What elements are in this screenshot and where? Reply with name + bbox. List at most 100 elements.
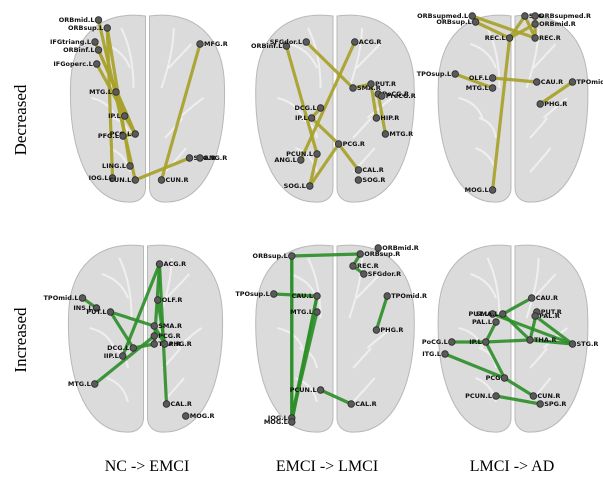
node-label: PCUN.L xyxy=(465,392,492,400)
brain-node xyxy=(316,104,325,112)
col-label-lmci-ad: LMCI -> AD xyxy=(469,458,555,475)
connection-edge xyxy=(290,294,319,424)
node-label: MOG.L xyxy=(264,418,288,426)
connection-edge xyxy=(502,376,536,398)
brain-node xyxy=(155,260,164,268)
brain-node xyxy=(372,114,381,122)
connection-edge xyxy=(484,338,532,344)
node-label: ORBsup.R xyxy=(364,250,400,258)
gyrus xyxy=(529,347,548,369)
brain-node xyxy=(354,176,363,184)
brain-node xyxy=(297,156,305,164)
gyrus xyxy=(89,327,115,349)
connection-edge xyxy=(337,142,360,172)
connection-edge xyxy=(501,312,532,342)
brain-node xyxy=(441,350,449,358)
gyrus xyxy=(91,97,117,119)
connection-edge xyxy=(156,298,167,346)
brain-node xyxy=(93,60,101,68)
gyrus xyxy=(532,43,557,69)
brain-node xyxy=(306,182,314,190)
connection-edge xyxy=(491,76,539,84)
node-label: IOG.L xyxy=(89,174,109,182)
node-label: SOG.L xyxy=(284,182,306,190)
brain-node xyxy=(499,310,507,318)
gyrus xyxy=(478,117,497,139)
brain-node xyxy=(349,262,357,270)
node-label: SPG.R xyxy=(194,154,216,162)
brain-node xyxy=(288,252,296,260)
brain-outline xyxy=(437,244,589,433)
node-label: PoCG.R xyxy=(382,90,409,98)
brain-node xyxy=(119,352,127,360)
brain-node xyxy=(531,12,539,20)
node-label: CAL.R xyxy=(171,400,192,408)
node-label: IIP.L xyxy=(104,352,119,360)
node-label: THA.R xyxy=(158,340,181,348)
gyrus xyxy=(160,27,175,89)
gyrus xyxy=(101,273,129,299)
node-label: IP.L xyxy=(295,114,308,122)
node-label: HIP.R xyxy=(380,114,399,122)
node-label: PFG.L xyxy=(98,132,119,140)
brain-node xyxy=(372,326,381,334)
brain-node xyxy=(492,318,500,326)
connection-edge xyxy=(523,14,537,40)
connection-edge xyxy=(533,314,575,346)
node-label: IP.L xyxy=(469,338,482,346)
node-label: PCG.R xyxy=(343,140,365,148)
brain-node xyxy=(157,176,166,184)
gyrus xyxy=(167,43,192,69)
node-label: MFG.R xyxy=(204,40,228,48)
node-label: SFGdor.L xyxy=(270,38,302,46)
connection-edge xyxy=(93,334,156,386)
gyrus xyxy=(366,97,394,119)
node-label: MTG.L xyxy=(89,88,112,96)
connection-edge xyxy=(114,90,127,118)
node-label: CAL.R xyxy=(362,166,383,174)
connection-edge xyxy=(528,338,575,346)
node-label: CAU.R xyxy=(541,78,563,86)
node-label: ORBsupmed.R xyxy=(539,12,591,20)
brain-node xyxy=(347,400,355,408)
connection-edge xyxy=(501,296,534,316)
node-label: SOG.R xyxy=(362,176,385,184)
brain-node xyxy=(91,38,99,46)
connection-edge xyxy=(319,388,353,406)
node-label: IFGoperc.L xyxy=(53,60,92,68)
connection-edge xyxy=(159,42,202,182)
node-label: SFGdor.R xyxy=(368,270,401,278)
gyrus xyxy=(298,347,318,369)
connection-edge xyxy=(299,40,357,162)
gyrus xyxy=(348,257,363,319)
brain-node xyxy=(108,174,117,182)
connection-edge xyxy=(290,252,362,258)
row-label-increased: Increased xyxy=(11,307,30,373)
brain-node xyxy=(196,154,204,162)
node-label: DCG.L xyxy=(294,104,316,112)
node-label: REC.L xyxy=(485,34,506,42)
node-label: ORBinf.L xyxy=(251,42,282,50)
node-label: ORBsup.L xyxy=(253,252,288,260)
gyrus xyxy=(106,377,129,403)
brain-node xyxy=(521,12,529,20)
node-label: PHG.R xyxy=(380,326,403,334)
panel-increased-nc-emci: ACG.RTPOmid.LINS.LPUT.LOLF.RSMA.RPCG.RDC… xyxy=(44,244,224,433)
brain-node xyxy=(351,38,359,46)
connection-edge xyxy=(308,152,319,188)
node-label: OLF.L xyxy=(469,74,489,82)
connection-edge xyxy=(108,310,156,328)
node-label: INS.L xyxy=(73,304,92,312)
brain-node xyxy=(334,140,343,148)
node-label: ANG.L xyxy=(274,156,296,164)
gyrus xyxy=(178,97,205,119)
gyrus xyxy=(458,327,484,349)
node-label: DCG.L xyxy=(107,344,129,352)
connection-edge xyxy=(374,294,389,332)
node-label: PoCG.L xyxy=(422,338,448,346)
node-label: PUT.R xyxy=(375,80,396,88)
node-label: ORBmid.R xyxy=(539,20,576,28)
brain-node xyxy=(150,340,158,348)
brain-node xyxy=(367,80,375,88)
